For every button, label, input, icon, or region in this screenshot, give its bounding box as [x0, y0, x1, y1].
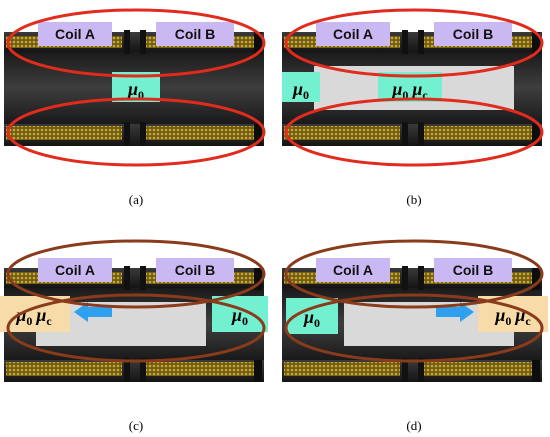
coil-b-label: Coil B [175, 262, 215, 278]
end-cap-bottom [532, 360, 540, 382]
coil-a-tag: Coil A [38, 258, 112, 282]
caption: (c) [129, 418, 143, 433]
winding-bottom-a [6, 126, 122, 140]
field-loop-top [6, 239, 266, 309]
gap-post-top-right [418, 266, 424, 290]
end-cap-top [532, 268, 540, 290]
gap-post-top-right [418, 30, 424, 54]
coil-a-tag: Coil A [38, 22, 112, 46]
field-loop-bottom [284, 97, 544, 167]
gap-post-top-left [402, 266, 408, 290]
mu-box-right: μ0 [212, 296, 268, 332]
caption: (b) [406, 192, 421, 207]
winding-bottom-b [424, 362, 534, 376]
coil-a-label: Coil A [333, 262, 373, 278]
gap-post-top-left [124, 30, 130, 54]
gap-post-bottom-right [140, 358, 146, 382]
coil-a-tag-bg [38, 258, 112, 282]
winding-bottom-a [284, 362, 400, 376]
gap-post-bottom-right [418, 122, 424, 146]
end-cap-bottom [254, 124, 262, 146]
end-cap-top [254, 268, 262, 290]
coil-a-tag-bg [316, 22, 390, 46]
winding-bottom-b [424, 126, 534, 140]
coil-b-label: Coil B [175, 26, 215, 42]
winding-bottom-b [146, 126, 256, 140]
mu-label: μ0 [303, 307, 320, 330]
mu-box-bg [282, 72, 320, 102]
gap-post-bottom-left [402, 358, 408, 382]
coil-b-tag-bg [156, 258, 234, 282]
gap-post-top-left [402, 30, 408, 54]
mu-box-left: μ0 [282, 72, 320, 102]
coil-b-tag: Coil B [156, 22, 234, 46]
coil-b-tag-bg [156, 22, 234, 46]
field-loop-bottom [284, 293, 544, 363]
caption: (d) [406, 418, 421, 433]
mu-label: μ0 [292, 79, 309, 102]
field-loop-top [284, 239, 544, 309]
coil-b-label: Coil B [453, 262, 493, 278]
panel-a: Coil A Coil B μ0 (a) [4, 8, 266, 207]
mu-label: μ0 [231, 305, 248, 328]
coil-a-tag: Coil A [316, 22, 390, 46]
coil-a-label: Coil A [55, 26, 95, 42]
gap-post-bottom-left [124, 358, 130, 382]
coil-a-label: Coil A [55, 262, 95, 278]
coil-a-tag-bg [316, 258, 390, 282]
gap-post-bottom-right [140, 122, 146, 146]
coil-b-tag-bg [434, 258, 512, 282]
field-loop-top [284, 8, 544, 78]
gap-post-top-left [124, 266, 130, 290]
winding-bottom-a [284, 126, 400, 140]
end-cap-top [532, 32, 540, 54]
winding-bottom-a [6, 362, 122, 376]
coil-b-tag-bg [434, 22, 512, 46]
end-cap-bottom [532, 124, 540, 146]
winding-bottom-b [146, 362, 256, 376]
coil-a-tag-bg [38, 22, 112, 46]
end-cap-bottom [254, 360, 262, 382]
gap-post-bottom-left [124, 122, 130, 146]
caption: (a) [129, 192, 143, 207]
field-loop-bottom [6, 97, 266, 167]
solenoid-body [4, 30, 264, 146]
mu-label: μ0 [127, 79, 144, 102]
coil-b-tag: Coil B [156, 258, 234, 282]
field-loop-bottom [6, 293, 266, 363]
coil-b-tag: Coil B [434, 22, 512, 46]
coil-b-label: Coil B [453, 26, 493, 42]
coil-a-label: Coil A [333, 26, 373, 42]
field-loop-top [6, 8, 266, 78]
gap-post-top-right [140, 266, 146, 290]
gap-post-bottom-left [402, 122, 408, 146]
end-cap-top [254, 32, 262, 54]
gap-post-bottom-right [418, 358, 424, 382]
coil-a-tag: Coil A [316, 258, 390, 282]
coil-b-tag: Coil B [434, 258, 512, 282]
gap-post-top-right [140, 30, 146, 54]
